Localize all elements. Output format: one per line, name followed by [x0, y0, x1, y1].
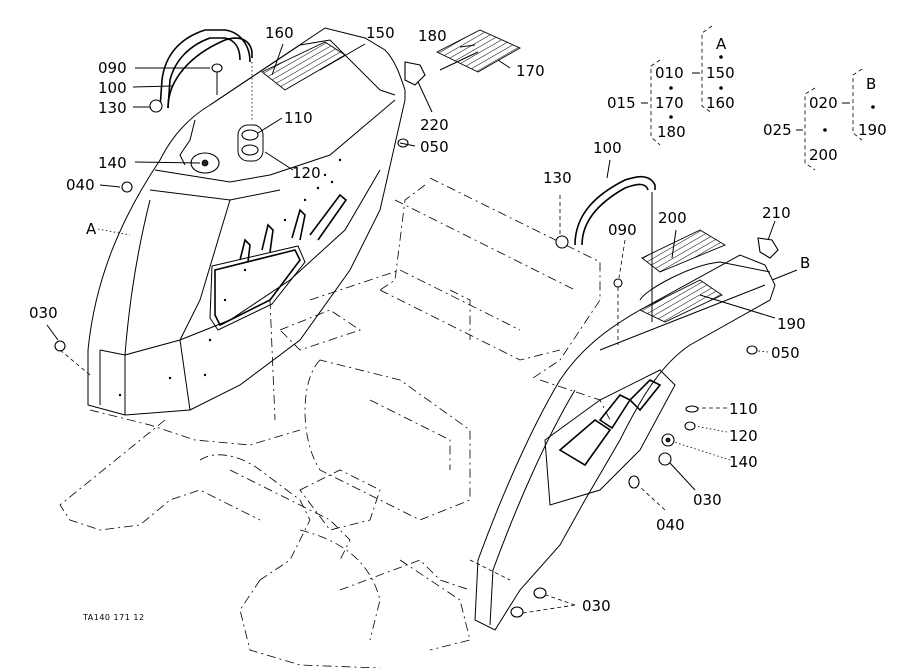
callout-030-right-lower: 030	[582, 597, 611, 615]
panel-holes	[118, 158, 342, 397]
callout-160: 160	[265, 24, 294, 42]
legend-010: 010	[655, 64, 684, 82]
callout-labels: 090 100 130 160 150 110 120 140 040 050 …	[29, 24, 810, 615]
clip-220	[404, 61, 426, 86]
legend-015: 015	[607, 94, 636, 112]
legend-160: 160	[706, 94, 735, 112]
callout-210: 210	[762, 204, 791, 222]
bracket-010	[701, 25, 713, 114]
legend-dot	[719, 86, 723, 90]
callout-130-left: 130	[98, 99, 127, 117]
legend-dot	[719, 55, 723, 59]
callout-150: 150	[366, 24, 395, 42]
callout-100-right: 100	[593, 139, 622, 157]
callout-110-right: 110	[729, 400, 758, 418]
callout-130-right: 130	[543, 169, 572, 187]
legend-020: 020	[809, 94, 838, 112]
decal-200	[641, 229, 726, 273]
bracket-025	[804, 87, 816, 171]
decal-190	[638, 279, 723, 323]
callout-030-right-upper: 030	[693, 491, 722, 509]
legend-150: 150	[706, 64, 735, 82]
legend-200: 200	[809, 146, 838, 164]
clip-210	[757, 237, 779, 259]
callout-090-right: 090	[608, 221, 637, 239]
callout-200: 200	[658, 209, 687, 227]
assembly-legend-B: 025 020 200 B 190	[763, 68, 887, 171]
callout-040-left: 040	[66, 176, 95, 194]
grab-handle-right	[574, 175, 656, 246]
legend-dot	[871, 105, 875, 109]
callout-B: B	[800, 254, 810, 272]
callout-220: 220	[420, 116, 449, 134]
callout-140-left: 140	[98, 154, 127, 172]
left-fender-assembly	[54, 27, 426, 416]
bracket-015	[650, 59, 661, 146]
legend-A: A	[716, 35, 727, 53]
callout-170: 170	[516, 62, 545, 80]
assembly-legend-A: 015 010 170 180 A 150 160	[607, 25, 735, 146]
leader-lines	[46, 43, 798, 614]
drawing-code: TA140 171 12	[82, 613, 145, 622]
callout-A: A	[86, 220, 97, 238]
legend-180: 180	[657, 123, 686, 141]
callout-120-left: 120	[292, 164, 321, 182]
callout-140-right: 140	[729, 453, 758, 471]
callout-050-left: 050	[420, 138, 449, 156]
callout-190: 190	[777, 315, 806, 333]
callout-050-right: 050	[771, 344, 800, 362]
callout-120-right: 120	[729, 427, 758, 445]
callout-100-left: 100	[98, 79, 127, 97]
legend-dot	[669, 115, 673, 119]
legend-025: 025	[763, 121, 792, 139]
decal-160-150-left	[261, 41, 346, 91]
legend-B: B	[866, 75, 876, 93]
grab-handle-left	[167, 37, 253, 109]
legend-170: 170	[655, 94, 684, 112]
callout-180: 180	[418, 27, 447, 45]
chassis-phantom-outline	[59, 177, 611, 668]
legend-190: 190	[858, 121, 887, 139]
callout-030-left: 030	[29, 304, 58, 322]
legend-dot	[823, 128, 827, 132]
legend-dot	[669, 86, 673, 90]
callout-040-right: 040	[656, 516, 685, 534]
callout-110-left: 110	[284, 109, 313, 127]
right-fender-assembly	[469, 175, 779, 631]
callout-090-left: 090	[98, 59, 127, 77]
